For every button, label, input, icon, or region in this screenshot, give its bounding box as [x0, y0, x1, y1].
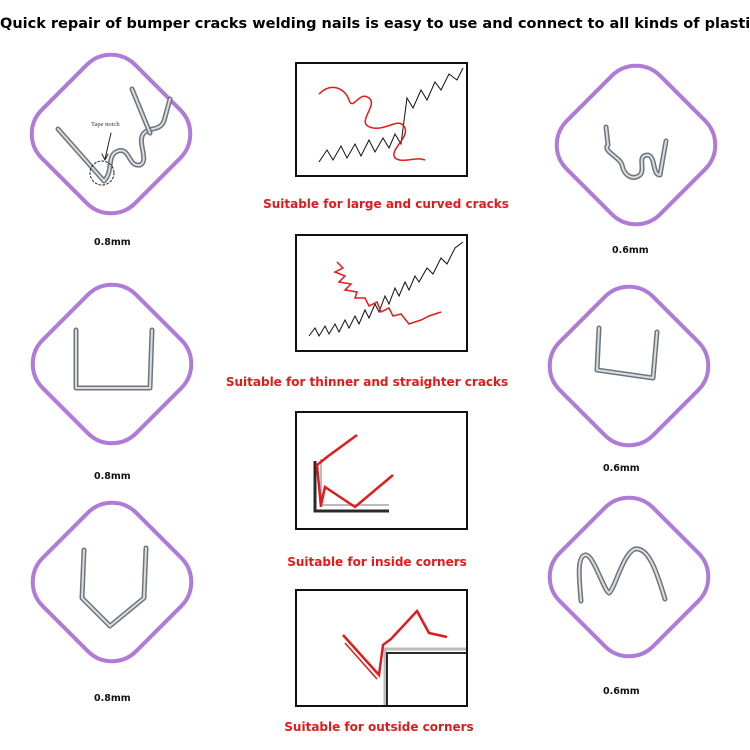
- size-label: 0.6mm: [612, 245, 649, 256]
- size-label: 0.8mm: [94, 237, 131, 248]
- panel-caption: Suitable for large and curved cracks: [263, 197, 509, 211]
- flat-u-staple-icon: [73, 327, 155, 391]
- crack-panel-inside-corner: [295, 411, 468, 530]
- size-label: 0.6mm: [603, 463, 640, 474]
- size-label: 0.6mm: [603, 686, 640, 697]
- m-staple-icon: [576, 546, 668, 604]
- size-label: 0.8mm: [94, 693, 131, 704]
- panel-caption: Suitable for inside corners: [287, 555, 467, 569]
- size-label: 0.8mm: [94, 471, 131, 482]
- crack-diagram-inside-corner: [313, 433, 394, 513]
- v-staple-icon: [79, 545, 149, 629]
- crack-panel-outside-corner: [295, 589, 468, 707]
- page-title: Quick repair of bumper cracks welding na…: [0, 16, 750, 32]
- crack-panel-large-curved: [295, 62, 468, 177]
- wave-nail-icon: [603, 124, 669, 180]
- flat-u-staple-icon: [594, 325, 660, 381]
- panel-caption: Suitable for thinner and straighter crac…: [225, 375, 509, 389]
- panel-caption: Suitable for outside corners: [284, 720, 474, 734]
- crack-panel-thin-straight: [295, 234, 468, 352]
- wave-nail-icon: [55, 86, 173, 186]
- tape-notch-label: Tape notch: [91, 121, 120, 128]
- crack-diagram-thin-straight: [308, 241, 464, 338]
- crack-diagram-large-curved: [318, 67, 464, 163]
- crack-diagram-outside-corner: [342, 608, 466, 705]
